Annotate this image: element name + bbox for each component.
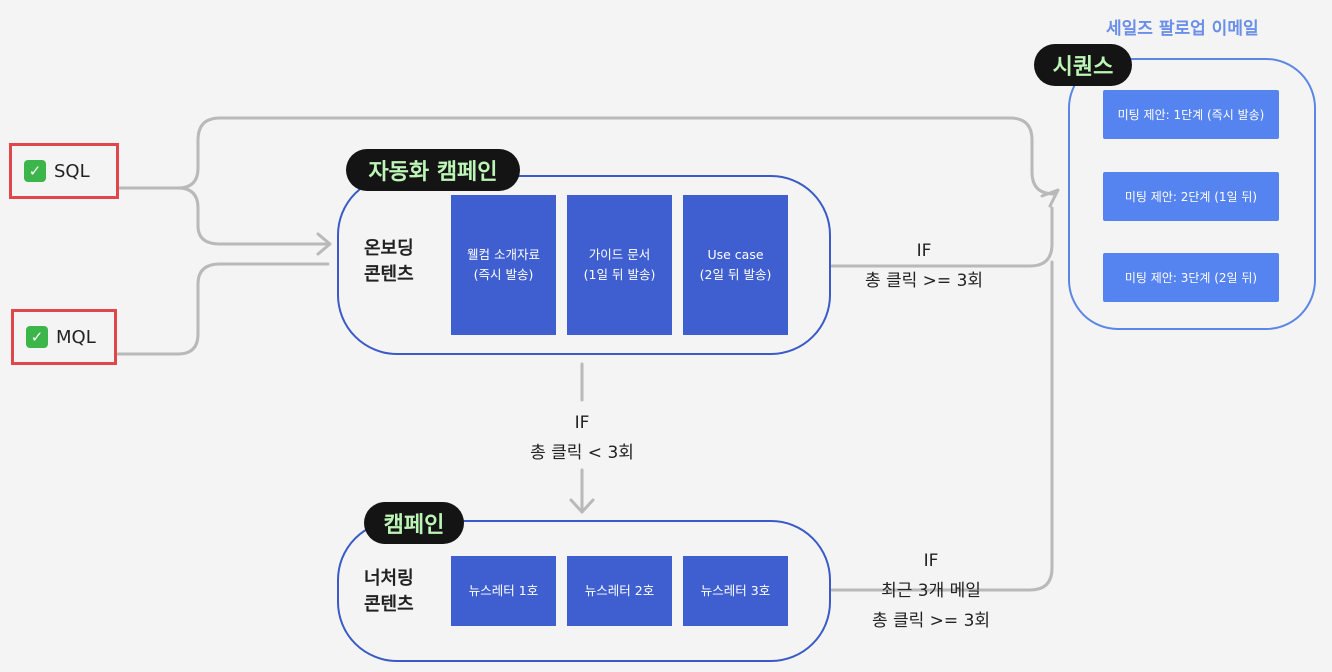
source-mql-label: MQL — [56, 326, 96, 348]
source-sql: ✓ SQL — [9, 143, 119, 199]
nurture-label: 너처링 콘텐츠 — [364, 568, 414, 615]
sequence-card-3: 미팅 제안: 3단계 (2일 뒤) — [1103, 253, 1279, 302]
sequence-card-2: 미팅 제안: 2단계 (1일 뒤) — [1103, 172, 1279, 221]
nurture-card-3: 뉴스레터 3호 — [683, 556, 788, 626]
automation-card-1: 웰컴 소개자료 (즉시 발송) — [451, 195, 556, 335]
connector-sql — [116, 116, 1056, 196]
nurture-pill: 캠페인 — [364, 502, 464, 544]
arrowhead-nurture — [569, 498, 595, 514]
check-icon: ✓ — [24, 160, 46, 182]
nurture-card-1: 뉴스레터 1호 — [451, 556, 556, 626]
check-icon: ✓ — [26, 326, 48, 348]
sequence-title: 세일즈 팔로업 이메일 — [1106, 19, 1259, 39]
source-sql-label: SQL — [54, 160, 90, 182]
source-mql: ✓ MQL — [11, 309, 117, 365]
condition-to-nurture: IF 총 클릭 < 3회 — [530, 413, 634, 463]
arrowhead-sequence — [1040, 188, 1060, 208]
arrowhead-automation — [316, 232, 332, 256]
sequence-pill: 시퀀스 — [1034, 44, 1132, 86]
connector-automation-to-sequence — [830, 206, 1054, 268]
nurture-card-2: 뉴스레터 2호 — [567, 556, 672, 626]
sequence-card-1: 미팅 제안: 1단계 (즉시 발송) — [1103, 90, 1279, 139]
automation-card-2: 가이드 문서 (1일 뒤 발송) — [567, 195, 672, 335]
connector-nurture-to-sequence — [830, 260, 1054, 592]
automation-card-3: Use case (2일 뒤 발송) — [683, 195, 788, 335]
connector-sql-to-automation — [176, 186, 330, 246]
automation-label: 온보딩 콘텐츠 — [364, 238, 414, 285]
condition-nurture-to-sequence: IF 최근 3개 메일 총 클릭 >= 3회 — [871, 551, 991, 631]
connector-mql — [116, 262, 330, 356]
automation-pill: 자동화 캠페인 — [346, 149, 520, 191]
condition-to-sequence: IF 총 클릭 >= 3회 — [864, 241, 984, 291]
